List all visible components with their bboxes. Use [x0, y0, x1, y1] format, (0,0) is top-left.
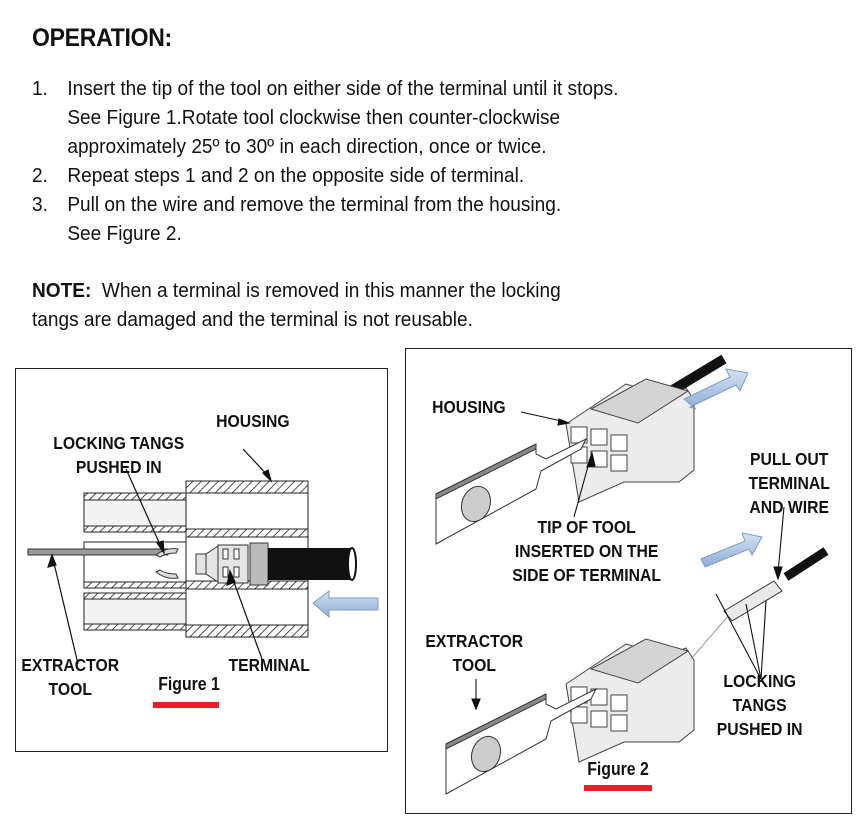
label-terminal: TERMINAL — [228, 655, 310, 675]
step-line: approximately 25º to 30º in each directi… — [67, 135, 547, 158]
figure-1-underline — [153, 702, 219, 708]
figure-1: HOUSING LOCKING TANGS PUSHED IN EXTRACTO… — [15, 368, 388, 752]
step-number: 2. — [32, 164, 48, 187]
extractor-tool-shape — [27, 548, 169, 556]
pull-arrow-icon — [700, 532, 763, 568]
step-number: 1. — [32, 77, 48, 100]
lower-extractor-tool — [445, 687, 598, 795]
label-extractor-tool: EXTRACTOR TOOL — [21, 655, 120, 699]
push-arrow-icon — [312, 590, 379, 619]
housing-shape — [83, 480, 309, 638]
note-line: When a terminal is removed in this manne… — [101, 279, 561, 302]
figure-2-illustration — [435, 354, 829, 795]
label-locking-tangs: LOCKING TANGS PUSHED IN — [53, 433, 185, 477]
operation-steps: 1. Insert the tip of the tool on either … — [32, 74, 683, 248]
step-line: Repeat steps 1 and 2 on the opposite sid… — [67, 164, 525, 187]
figure-1-caption: Figure 1 — [158, 674, 220, 694]
extracted-terminal — [723, 547, 829, 622]
step-item: 3. Pull on the wire and remove the termi… — [32, 190, 683, 248]
step-line: Pull on the wire and remove the terminal… — [67, 193, 562, 216]
lower-connector — [565, 606, 737, 763]
label-pull-out: PULL OUT TERMINAL AND WIRE — [748, 449, 830, 517]
note-block: NOTE: When a terminal is removed in this… — [32, 276, 627, 334]
wire-shape — [268, 548, 352, 580]
step-item: 2. Repeat steps 1 and 2 on the opposite … — [32, 161, 683, 190]
figure-1-illustration — [27, 448, 379, 665]
label-extractor-tool: EXTRACTOR TOOL — [425, 631, 524, 675]
figure-2: HOUSING TIP OF TOOL INSERTED ON THE SIDE… — [405, 348, 852, 814]
figure-2-underline — [584, 785, 652, 791]
page-heading: OPERATION: — [32, 24, 172, 52]
step-number: 3. — [32, 193, 48, 216]
upper-connector — [565, 354, 727, 503]
step-line: Insert the tip of the tool on either sid… — [67, 77, 619, 100]
figure-2-caption: Figure 2 — [587, 759, 649, 779]
step-line: See Figure 1.Rotate tool clockwise then … — [67, 106, 561, 129]
label-locking-tangs: LOCKING TANGS PUSHED IN — [716, 671, 803, 739]
upper-extractor-tool — [435, 437, 588, 545]
label-tip-of-tool: TIP OF TOOL INSERTED ON THE SIDE OF TERM… — [512, 517, 662, 585]
step-item: 1. Insert the tip of the tool on either … — [32, 74, 683, 161]
note-label: NOTE: — [32, 279, 92, 302]
pointer-lines — [47, 448, 273, 665]
pointer-lines — [471, 411, 785, 711]
push-arrow-icon — [683, 368, 749, 410]
label-housing: HOUSING — [216, 411, 290, 431]
step-line: See Figure 2. — [67, 222, 182, 245]
label-housing: HOUSING — [432, 397, 506, 417]
note-line: tangs are damaged and the terminal is no… — [32, 308, 473, 331]
